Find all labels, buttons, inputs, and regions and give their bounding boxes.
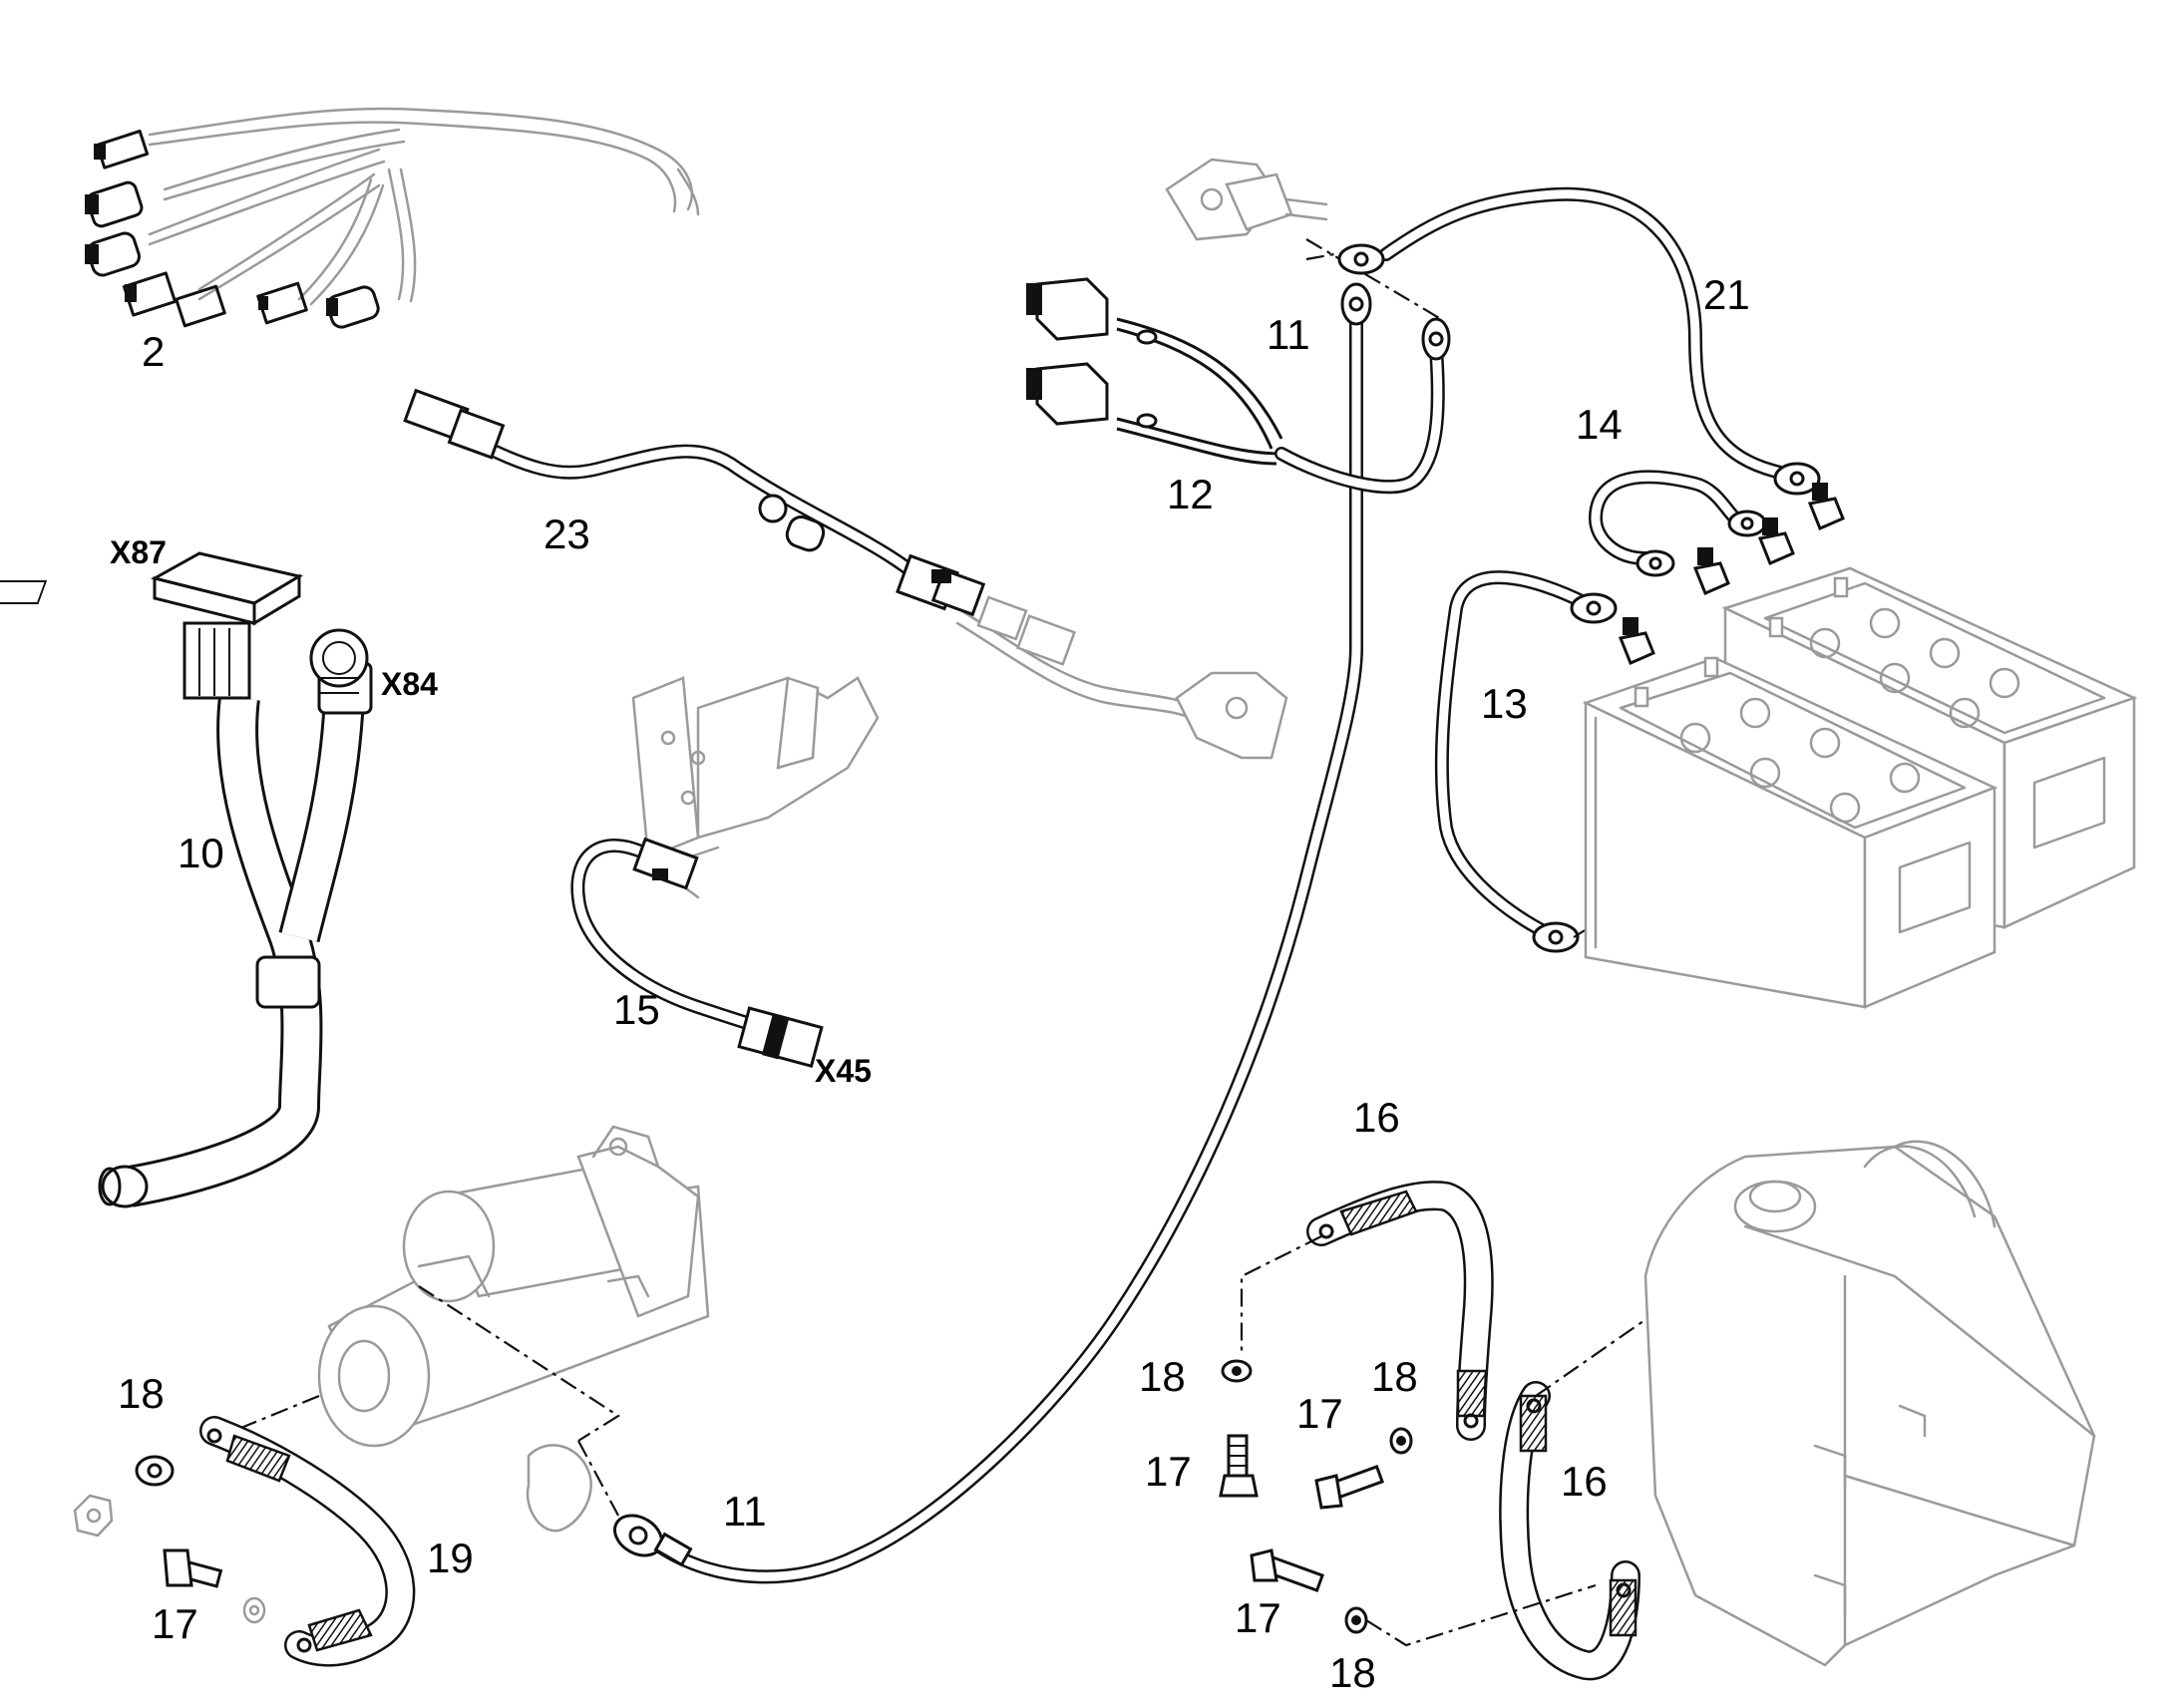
callout-18-bottom: 18 [1329, 1649, 1376, 1696]
part-23-cable [403, 388, 1288, 760]
part-11-cable [613, 282, 1372, 1584]
callout-17-center: 17 [1296, 1390, 1343, 1437]
connector-x45-label: X45 [815, 1053, 872, 1089]
tank [1643, 1140, 2096, 1667]
callout-15: 15 [613, 986, 660, 1033]
connector-labels: X87 X84 X45 [110, 534, 872, 1089]
callout-14: 14 [1576, 401, 1623, 448]
part-2-harness [85, 107, 700, 329]
callout-18-center: 18 [1371, 1353, 1418, 1400]
fasteners-19 [73, 1455, 266, 1624]
part-16-strap-upper [1306, 1181, 1494, 1441]
callout-21: 21 [1703, 271, 1750, 318]
callout-17-center-left: 17 [1145, 1448, 1192, 1495]
part-10-harness [0, 551, 373, 1208]
part-15-bracket-cable [570, 676, 880, 1068]
callout-12: 12 [1167, 471, 1214, 517]
part-19-strap [199, 1416, 416, 1667]
callout-16-upper: 16 [1353, 1094, 1400, 1141]
battery-terminals [1618, 483, 1845, 665]
callout-19: 19 [427, 1535, 474, 1581]
starter-motor [317, 1125, 710, 1448]
part-12-relays [1026, 277, 1451, 495]
callout-13: 13 [1481, 680, 1528, 727]
connector-x84-label: X84 [381, 666, 438, 702]
callout-23: 23 [544, 511, 590, 557]
callout-17-bottom: 17 [1235, 1594, 1281, 1641]
batteries [1582, 566, 2138, 1009]
battery-switch [1165, 158, 1328, 241]
callout-11-lower: 11 [723, 1488, 767, 1535]
connector-x87-label: X87 [110, 534, 167, 570]
fasteners-16 [1219, 1359, 1413, 1634]
part-14-cable [1589, 470, 1767, 577]
part-21-cable [1337, 186, 1821, 496]
callout-18-center-left: 18 [1139, 1353, 1186, 1400]
callout-2: 2 [142, 328, 165, 375]
callout-labels: 2 10 11 11 12 13 14 15 16 16 17 17 17 17… [118, 271, 1750, 1696]
callout-16-lower: 16 [1561, 1458, 1608, 1505]
part-16-strap-lower [1499, 1381, 1640, 1681]
callout-10: 10 [178, 830, 224, 876]
callout-18-left: 18 [118, 1370, 165, 1417]
callout-11-upper: 11 [1267, 311, 1310, 358]
callout-17-left: 17 [152, 1600, 198, 1647]
